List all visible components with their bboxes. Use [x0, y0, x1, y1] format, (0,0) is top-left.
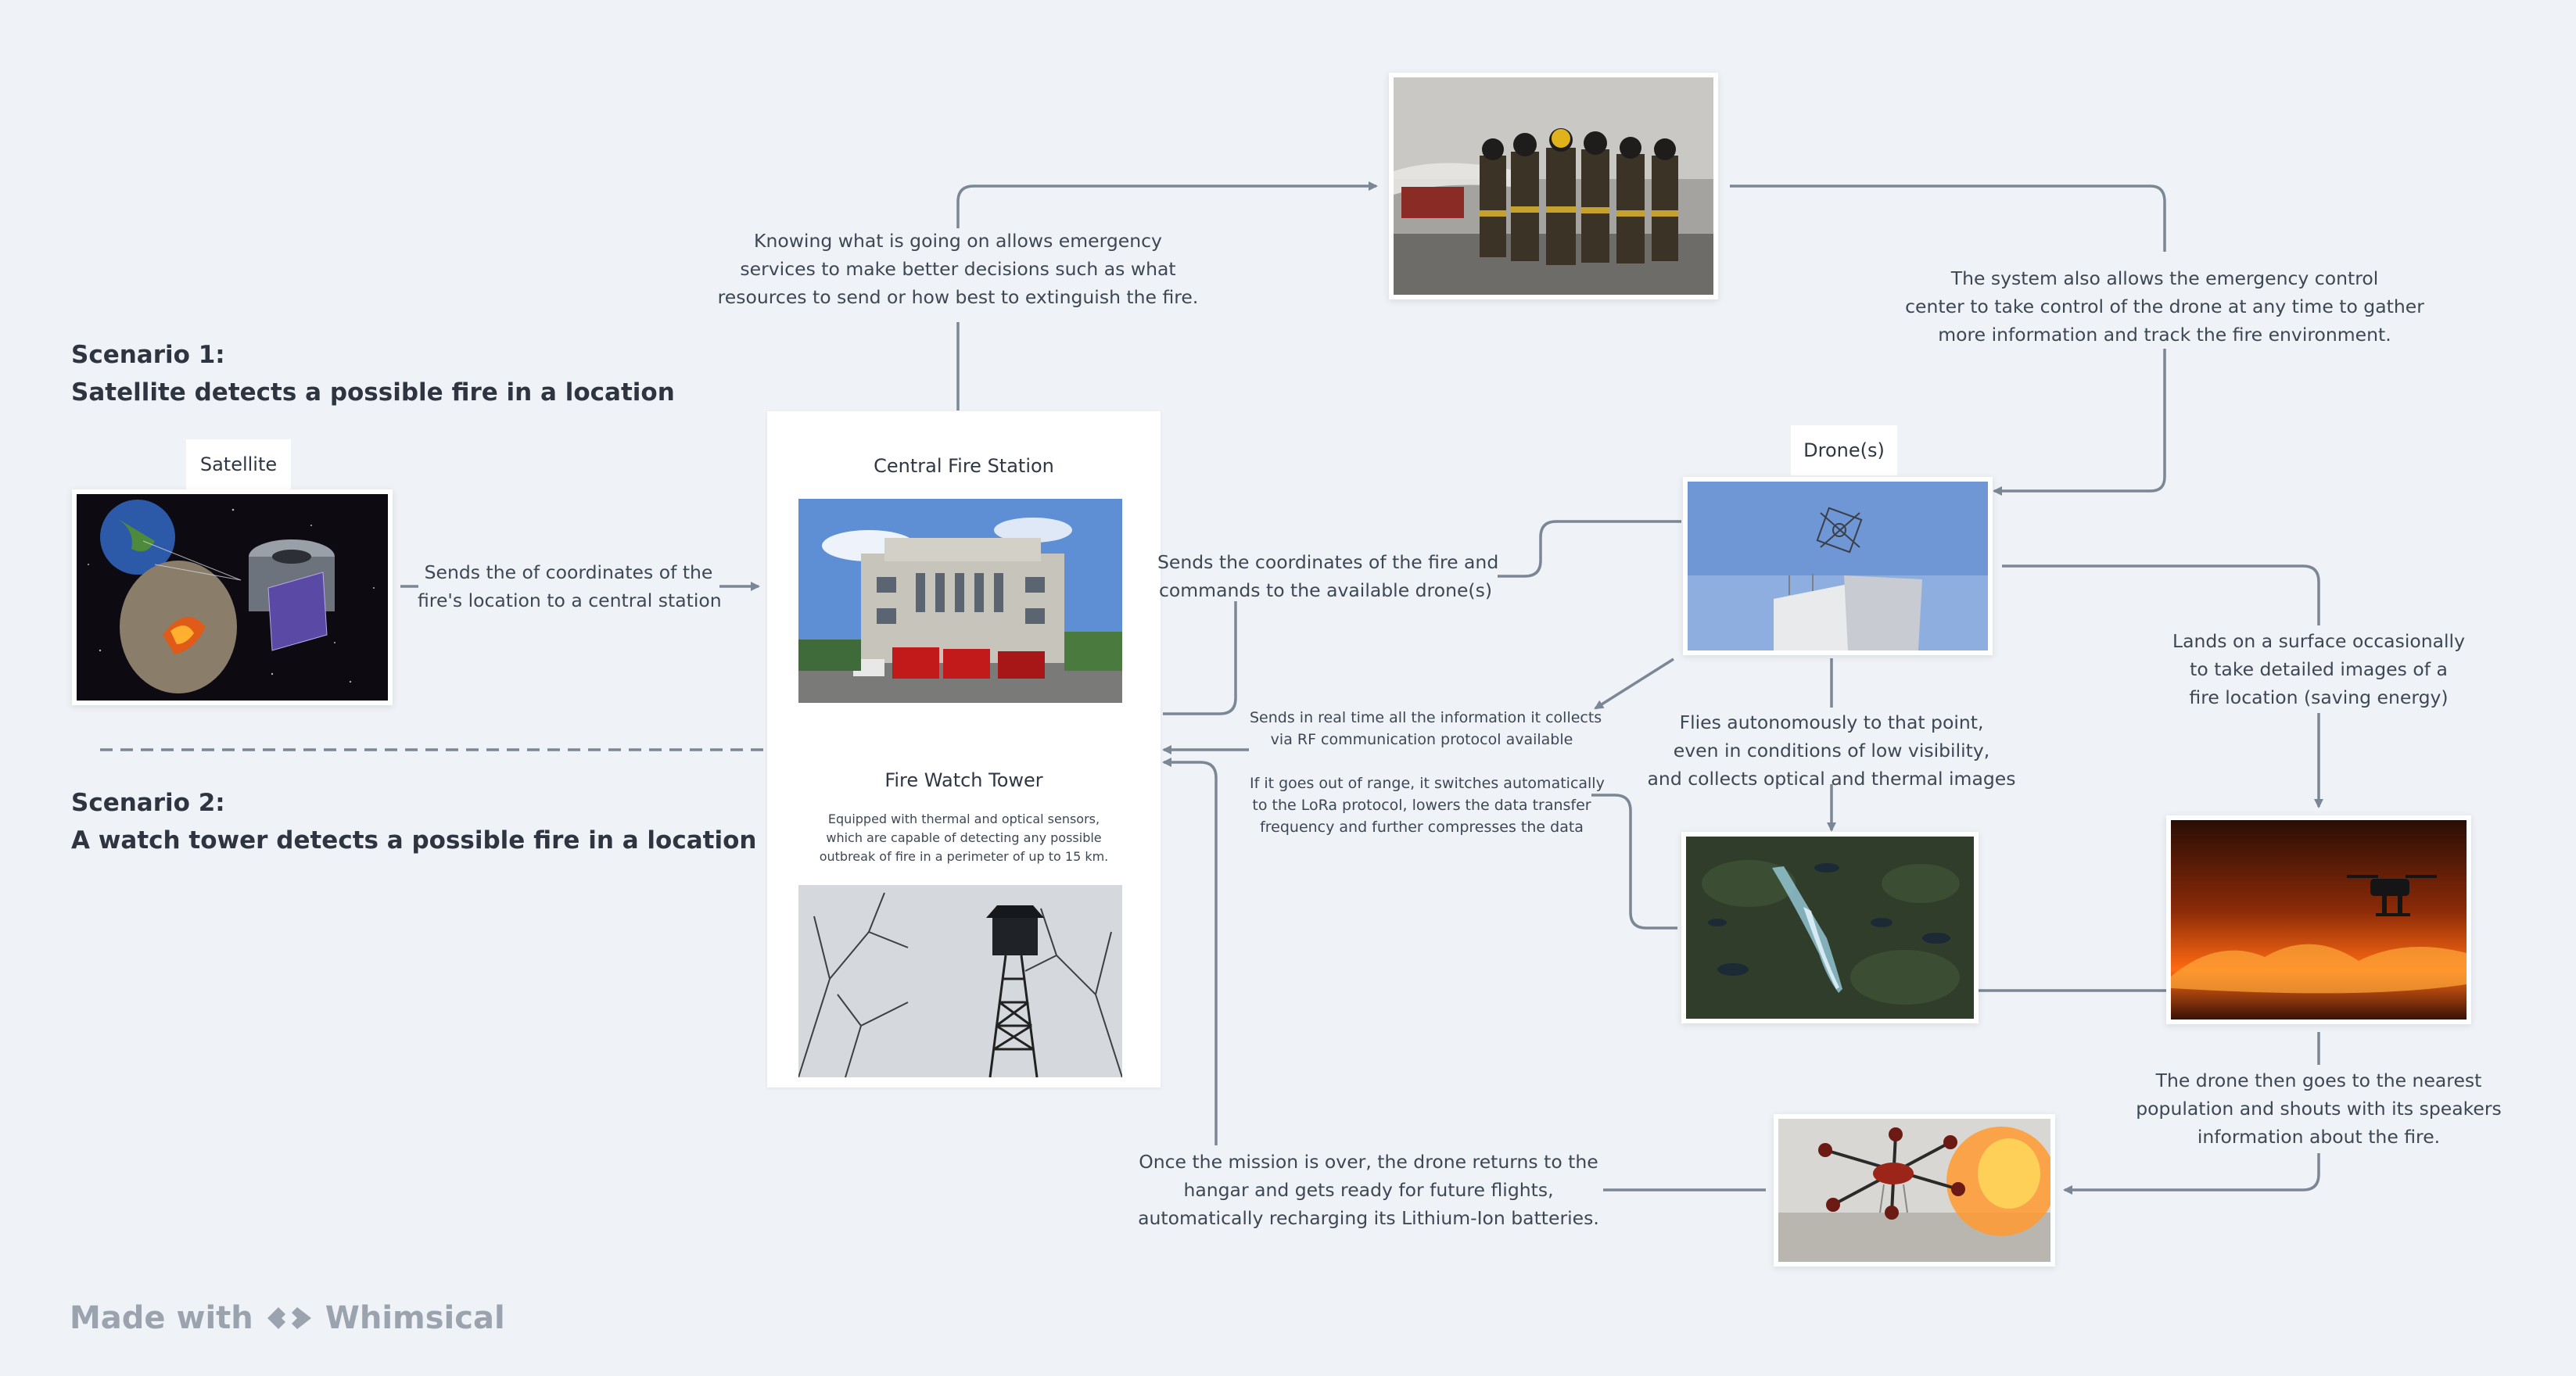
- note-commands: Sends the coordinates of the fire and co…: [1157, 551, 1499, 601]
- note-flies: Flies autonomously to that point, even i…: [1647, 711, 2016, 790]
- arrow-station-to-firefighters-top: [956, 181, 1378, 228]
- note-knowing: Knowing what is going on allows emergenc…: [717, 230, 1199, 308]
- aerial-smoke-image: [1681, 832, 1979, 1023]
- fire-drone-image: [2166, 815, 2471, 1024]
- hexacopter-image: [1774, 1114, 2055, 1267]
- arrow-return-to-station: [1162, 758, 1218, 1145]
- satellite-image: [72, 489, 393, 705]
- brand-prefix: Made with: [70, 1300, 253, 1336]
- note-population: The drone then goes to the nearest popul…: [2136, 1070, 2502, 1148]
- arrow-commands-down: [1163, 601, 1237, 715]
- satellite-label: Satellite: [186, 439, 291, 489]
- central-station-title: Central Fire Station: [874, 455, 1054, 477]
- drones-label: Drone(s): [1791, 425, 1897, 475]
- note-realtime: Sends in real time all the information i…: [1250, 709, 1602, 748]
- watch-tower-description: Equipped with thermal and optical sensor…: [819, 812, 1109, 864]
- note-mission-over: Once the mission is over, the drone retu…: [1138, 1151, 1599, 1229]
- arrow-lora: [1591, 794, 1677, 930]
- note-send-coordinates: Sends the of coordinates of the fire's l…: [418, 561, 722, 611]
- arrow-commands-up: [1498, 520, 1681, 578]
- note-lora: If it goes out of range, it switches aut…: [1250, 775, 1605, 836]
- whimsical-logo-icon: [264, 1301, 314, 1335]
- scenario-1-subtitle: Satellite detects a possible fire in a l…: [71, 378, 675, 407]
- arrow-drone-realtime: [1594, 658, 1674, 710]
- station-card: Central Fire Station Fire Watch Tower Eq…: [767, 411, 1161, 1088]
- scenario-2-title: Scenario 2:: [71, 789, 225, 817]
- drone-image: [1683, 477, 1993, 655]
- arrow-firefighters-to-drone-bottom: [1993, 349, 2166, 496]
- arrow-firefighters-to-drone-top: [1730, 185, 2166, 252]
- watch-tower-image: [798, 885, 1122, 1077]
- made-with-whimsical[interactable]: Made with Whimsical: [70, 1300, 505, 1336]
- brand-name: Whimsical: [325, 1300, 505, 1336]
- arrow-drone-to-landing: [2002, 564, 2320, 625]
- note-control-center: The system also allows the emergency con…: [1905, 267, 2424, 346]
- scenario-2-subtitle: A watch tower detects a possible fire in…: [71, 826, 757, 855]
- scenario-1-heading: Scenario 1: Satellite detects a possible…: [71, 336, 675, 411]
- scenario-1-title: Scenario 1:: [71, 341, 225, 369]
- arrow-population-to-hangar: [2063, 1153, 2320, 1195]
- watch-tower-title: Fire Watch Tower: [884, 769, 1043, 791]
- central-station-image: [798, 499, 1122, 703]
- scenario-2-heading: Scenario 2: A watch tower detects a poss…: [71, 784, 756, 859]
- firefighters-image: [1389, 73, 1718, 299]
- note-lands: Lands on a surface occasionally to take …: [2172, 630, 2465, 708]
